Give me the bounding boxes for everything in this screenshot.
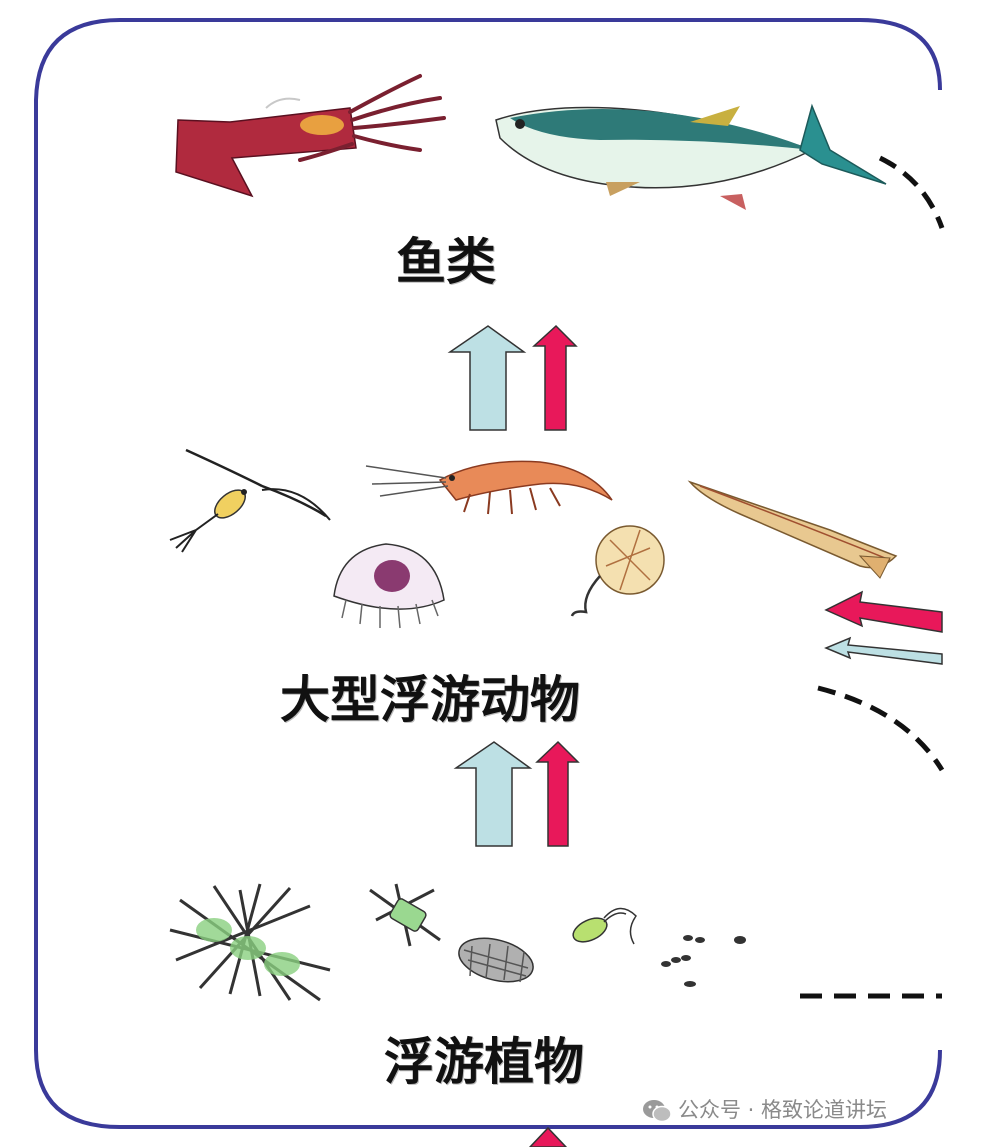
dashed-line-top: [878, 155, 945, 229]
level-label-fish: 鱼类: [396, 233, 496, 291]
larva-icon: [570, 525, 665, 617]
watermark-text: 公众号 · 格致论道讲坛: [678, 1098, 888, 1122]
tuna-icon: [495, 103, 887, 210]
jellyfish-icon: [333, 543, 445, 629]
wechat-icon: [643, 1100, 672, 1123]
shrimp-icon: [365, 460, 613, 515]
bottom-arrow-tip: [528, 1126, 568, 1147]
energy-arrow-upper: [447, 325, 527, 431]
coscinodiscus-icon: [458, 937, 534, 983]
arrow-worm-icon: [687, 480, 898, 579]
energy-arrow-lower: [453, 741, 533, 847]
flagellate-icon: [572, 907, 637, 945]
side-energy-arrow: [824, 636, 943, 665]
dashed-line-middle: [817, 685, 945, 772]
side-matter-arrow: [824, 590, 943, 633]
diatom-chain-icon: [169, 883, 331, 1002]
squid-icon: [175, 74, 446, 198]
level-label-phytoplankton: 浮游植物: [384, 1033, 584, 1091]
watermark: 公众号 · 格致论道讲坛: [642, 1094, 887, 1124]
cyanobacteria-icon: [661, 935, 746, 987]
matter-arrow-lower: [535, 740, 580, 847]
matter-arrow-upper: [532, 324, 578, 431]
diatom-icon: [369, 883, 441, 947]
ecosystem-frame: [34, 18, 942, 1129]
copepod-icon: [169, 448, 331, 553]
level-label-zooplankton: 大型浮游动物: [280, 671, 580, 729]
